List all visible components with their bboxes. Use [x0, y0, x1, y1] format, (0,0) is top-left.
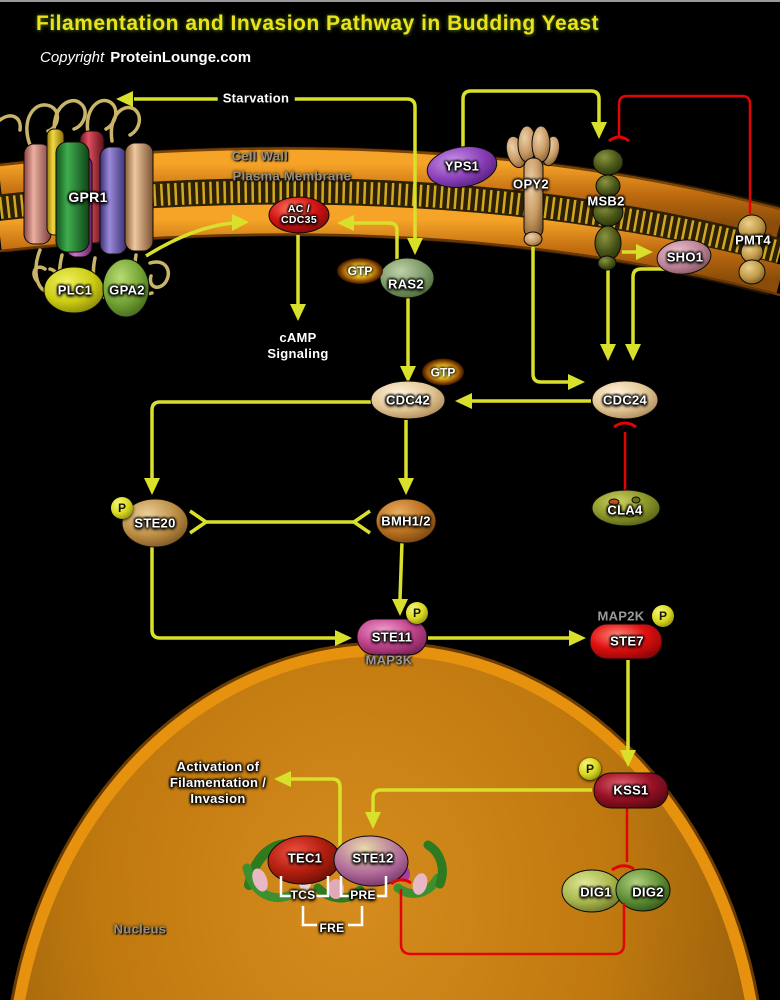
- tcs-site-label: TCS: [290, 888, 316, 902]
- cdc24-shape: [591, 380, 659, 420]
- yps1-label: YPS1: [444, 158, 480, 174]
- ste12-shape: [333, 835, 409, 887]
- map2k-label: MAP2K: [597, 608, 645, 624]
- ste7-label: STE7: [610, 633, 644, 649]
- gpa2-label: GPA2: [109, 282, 145, 298]
- opy2-shape: [505, 125, 561, 247]
- phospho-badge-ste20: P: [111, 497, 133, 519]
- sho1-shape: [656, 239, 712, 275]
- copyright-prefix: Copyright: [40, 49, 105, 66]
- gpa2-shape: [102, 258, 150, 318]
- ac-cdc35-shape: [268, 196, 330, 234]
- cdc42-shape: [370, 380, 446, 420]
- dig1-label: DIG1: [580, 884, 612, 900]
- fre-site-label: FRE: [319, 921, 345, 935]
- phospho-badge-ste11: P: [406, 602, 428, 624]
- nucleus-body: [10, 641, 760, 1000]
- starvation-label: Starvation: [217, 90, 295, 106]
- inhibition-dig-ste12: [390, 878, 626, 956]
- cell-wall-label: Cell Wall: [231, 148, 289, 164]
- cdc24-label: CDC24: [602, 392, 648, 408]
- opy2-label: OPY2: [513, 176, 549, 192]
- cla4-shape: [591, 489, 661, 527]
- ste7-shape: [589, 623, 663, 660]
- pmt4-label: PMT4: [735, 232, 771, 248]
- dig2-label: DIG2: [632, 884, 664, 900]
- cdc42-label: CDC42: [385, 392, 431, 408]
- cla4-label: CLA4: [607, 502, 643, 518]
- msb2-label: MSB2: [587, 193, 625, 209]
- sho1-label: SHO1: [666, 249, 704, 265]
- dna-site-brackets: [279, 876, 388, 927]
- phospho-badge-ste7: P: [652, 605, 674, 627]
- tec1-label: TEC1: [287, 850, 323, 866]
- kss1-shape: [593, 772, 669, 809]
- yps1-shape: [426, 146, 498, 188]
- copyright: Copyright ProteinLounge.com: [40, 49, 251, 66]
- gtp-badge-ras2: GTP: [337, 258, 383, 284]
- pre-site-label: PRE: [350, 888, 376, 902]
- protein-shapes: [43, 125, 767, 913]
- pmt4-shape: [737, 214, 767, 285]
- copyright-brand: ProteinLounge.com: [110, 49, 252, 66]
- gpr1-label: GPR1: [68, 189, 108, 205]
- bmh12-shape: [375, 498, 437, 544]
- gtp-badge-cdc42: GTP: [422, 358, 464, 386]
- ste20-shape: [121, 498, 189, 548]
- dig2-shape: [615, 868, 671, 912]
- msb2-shape: [592, 148, 624, 271]
- ras2-label: RAS2: [388, 276, 424, 292]
- gpr1-receptor: [23, 128, 154, 258]
- ras2-shape: [379, 257, 435, 299]
- ac-cdc35-label: AC / CDC35: [281, 203, 317, 226]
- activation-arrowheads: [116, 91, 653, 829]
- ste11-shape: [356, 618, 428, 656]
- camp-signaling-label: cAMP Signaling: [267, 330, 329, 361]
- plasma-membrane-label: Plasma Membrane: [232, 168, 352, 184]
- inhibition-lines: [608, 94, 752, 872]
- nucleus-label: Nucleus: [113, 921, 167, 937]
- ste20-label: STE20: [134, 515, 176, 531]
- top-border: [0, 0, 780, 2]
- ste11-label: STE11: [371, 629, 413, 645]
- activation-lines: [134, 89, 670, 849]
- map3k-label: MAP3K: [365, 652, 413, 668]
- page-title: Filamentation and Invasion Pathway in Bu…: [36, 12, 600, 35]
- kss1-label: KSS1: [613, 782, 649, 798]
- bmh12-label: BMH1/2: [381, 513, 431, 529]
- ste12-label: STE12: [352, 850, 394, 866]
- activation-filamentation-label: Activation of Filamentation / Invasion: [169, 759, 267, 806]
- plc1-label: PLC1: [57, 282, 93, 298]
- phospho-badge-kss1: P: [579, 758, 601, 780]
